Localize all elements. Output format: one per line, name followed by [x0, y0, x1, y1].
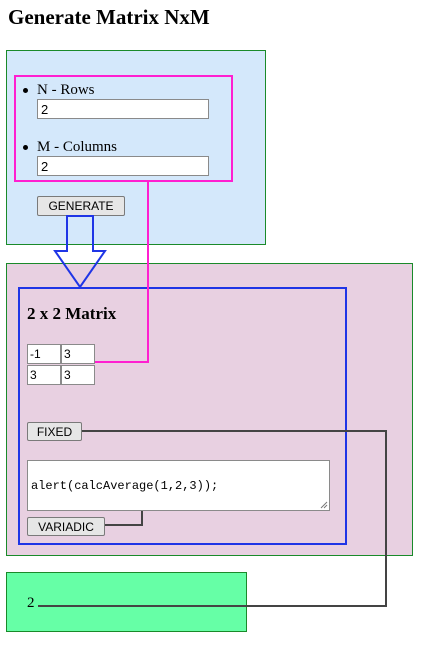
fixed-button[interactable]: FIXED [27, 422, 82, 441]
matrix-cell-1-1[interactable] [61, 365, 95, 385]
params-box [14, 75, 233, 182]
code-text: alert(calcAverage(1,2,3)); [31, 479, 219, 493]
rows-input[interactable] [37, 99, 209, 119]
matrix-cell-0-1[interactable] [61, 344, 95, 364]
generate-button[interactable]: GENERATE [37, 196, 125, 216]
matrix-cell-0-0[interactable] [27, 344, 61, 364]
cols-label: M - Columns [37, 139, 118, 155]
code-textarea[interactable]: alert(calcAverage(1,2,3)); [27, 460, 330, 511]
matrix-cell-1-0[interactable] [27, 365, 61, 385]
result-value: 2 [27, 595, 35, 611]
matrix-title: 2 x 2 Matrix [27, 304, 117, 323]
variadic-button[interactable]: VARIADIC [27, 517, 105, 536]
cols-bullet [23, 145, 28, 150]
cols-input[interactable] [37, 156, 209, 176]
page-title: Generate Matrix NxM [8, 5, 210, 29]
rows-label: N - Rows [37, 82, 95, 98]
result-panel [6, 572, 247, 632]
rows-bullet [23, 88, 28, 93]
resize-grip-icon[interactable] [320, 501, 328, 509]
